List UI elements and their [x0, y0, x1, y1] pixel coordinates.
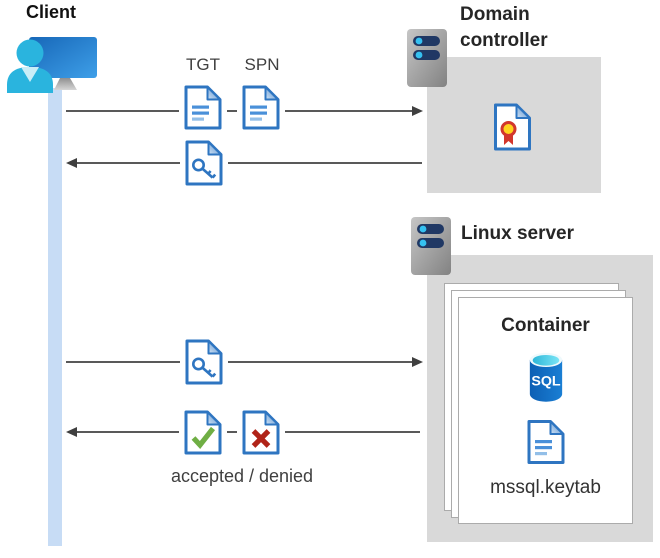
arrow-right-head-icon — [412, 356, 423, 367]
client-lifeline — [48, 88, 62, 546]
tgt-label: TGT — [186, 55, 220, 74]
client-label: Client — [26, 2, 77, 22]
arrow-left-head-icon — [66, 426, 77, 437]
arrow-client-to-container — [66, 361, 414, 363]
monitor-icon — [29, 37, 97, 90]
domain-controller-server-icon — [407, 29, 447, 87]
keytab-label: mssql.keytab — [490, 477, 601, 498]
spn-document-icon — [237, 82, 285, 133]
container-card — [458, 297, 633, 524]
ticket-key-document-icon — [180, 137, 228, 189]
domain-controller-label: Domain controller — [460, 4, 548, 51]
service-ticket-key-document-icon — [180, 336, 228, 388]
sql-badge-label: SQL — [531, 374, 561, 390]
container-label: Container — [501, 315, 590, 336]
sql-database-icon: SQL — [529, 352, 563, 402]
keytab-document-icon — [527, 420, 565, 464]
tgt-document-icon — [179, 82, 227, 133]
accepted-document-icon — [179, 407, 227, 458]
arrow-left-head-icon — [66, 157, 77, 168]
certificate-icon — [494, 103, 531, 151]
spn-label: SPN — [244, 55, 280, 74]
arrow-dc-to-client — [76, 162, 422, 164]
linux-server-icon — [411, 217, 451, 275]
denied-document-icon — [237, 407, 285, 458]
linux-server-label: Linux server — [461, 223, 574, 244]
user-icon — [7, 39, 53, 93]
arrow-right-head-icon — [412, 105, 423, 116]
client-icon — [7, 37, 97, 93]
accepted-denied-label: accepted / denied — [170, 466, 314, 486]
